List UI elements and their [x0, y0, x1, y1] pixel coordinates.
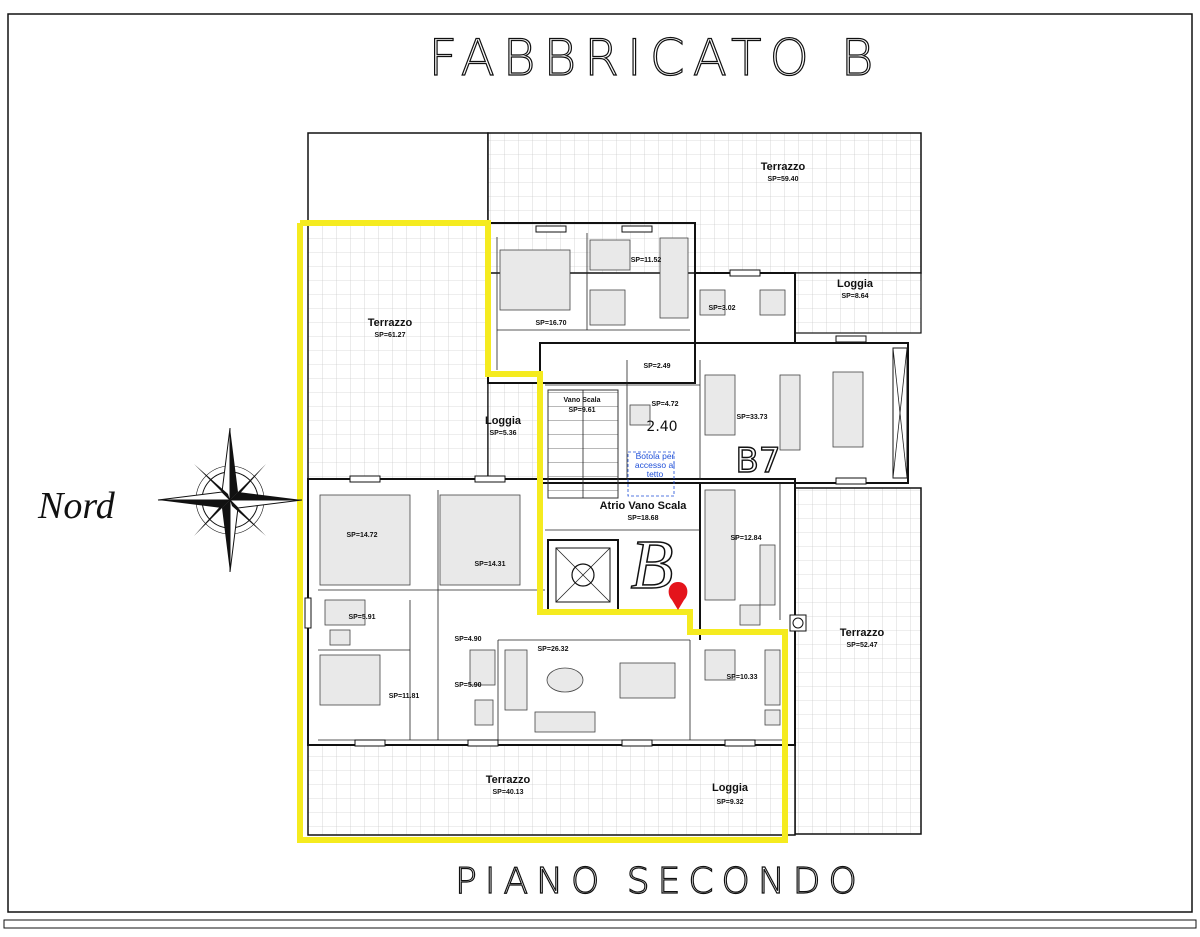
- svg-text:SP=26.32: SP=26.32: [538, 646, 569, 653]
- svg-text:SP=5.36: SP=5.36: [489, 430, 516, 437]
- level-mark: 2.40: [646, 419, 677, 435]
- svg-text:SP=9.32: SP=9.32: [716, 799, 743, 806]
- svg-text:SP=9.61: SP=9.61: [568, 407, 595, 414]
- svg-text:SP=2.49: SP=2.49: [643, 363, 670, 370]
- svg-text:SP=4.90: SP=4.90: [454, 636, 481, 643]
- svg-text:SP=5.90: SP=5.90: [454, 682, 481, 689]
- window-markers: [304, 225, 867, 747]
- svg-text:SP=40.13: SP=40.13: [493, 789, 524, 796]
- svg-text:SP=14.31: SP=14.31: [475, 561, 506, 568]
- room-label: SP=5.91: [348, 614, 375, 621]
- terraces: [307, 132, 922, 836]
- drawing-frame: [3, 13, 1197, 929]
- room-label: SP=4.72: [651, 401, 678, 408]
- roof-hatch-note-box: Botola per accesso al tetto: [634, 452, 676, 479]
- svg-text:SP=61.27: SP=61.27: [375, 332, 406, 339]
- svg-text:SP=18.68: SP=18.68: [628, 515, 659, 522]
- room-label: SP=11.81: [389, 693, 420, 700]
- room-label: SP=5.90: [454, 682, 481, 689]
- room-label: SP=3.02: [708, 305, 735, 312]
- floor-title: PIANO SECONDO: [455, 861, 865, 902]
- svg-text:SP=11.52: SP=11.52: [631, 257, 662, 264]
- svg-text:Terrazzo: Terrazzo: [840, 627, 885, 639]
- room-label: SP=33.73: [737, 414, 768, 421]
- north-label: Nord: [37, 485, 116, 527]
- svg-text:SP=33.73: SP=33.73: [737, 414, 768, 421]
- svg-text:SP=59.40: SP=59.40: [768, 176, 799, 183]
- furniture: [319, 237, 908, 733]
- svg-text:Terrazzo: Terrazzo: [368, 317, 413, 329]
- room-label: SP=14.31: [475, 561, 506, 568]
- compass-rose-icon: [157, 427, 303, 573]
- unit-highlight-outline: [297, 220, 788, 843]
- svg-text:Terrazzo: Terrazzo: [486, 774, 531, 786]
- room-label: SP=10.33: [727, 674, 758, 681]
- room-label: SP=26.32: [538, 646, 569, 653]
- room-label: SP=14.72: [347, 532, 378, 539]
- svg-text:SP=5.91: SP=5.91: [348, 614, 375, 621]
- svg-text:SP=16.70: SP=16.70: [536, 320, 567, 327]
- room-label: SP=16.70: [536, 320, 567, 327]
- svg-text:Vano Scala: Vano Scala: [564, 397, 601, 404]
- svg-text:SP=11.81: SP=11.81: [389, 693, 420, 700]
- roof-hatch-note: Botola per accesso al tetto: [634, 452, 676, 479]
- svg-text:Loggia: Loggia: [485, 415, 522, 427]
- svg-text:SP=3.02: SP=3.02: [708, 305, 735, 312]
- unit-label: B7: [736, 441, 781, 481]
- svg-text:Terrazzo: Terrazzo: [761, 161, 806, 173]
- svg-text:Loggia: Loggia: [837, 278, 874, 290]
- svg-text:Atrio Vano Scala: Atrio Vano Scala: [600, 500, 688, 512]
- drawing-title: FABBRICATO B: [428, 29, 881, 87]
- room-label: SP=12.84: [731, 535, 762, 542]
- svg-text:Loggia: Loggia: [712, 782, 749, 794]
- room-label: SP=4.90: [454, 636, 481, 643]
- svg-text:SP=14.72: SP=14.72: [347, 532, 378, 539]
- svg-text:SP=52.47: SP=52.47: [847, 642, 878, 649]
- svg-text:SP=4.72: SP=4.72: [651, 401, 678, 408]
- building-letter: B: [631, 527, 674, 604]
- svg-text:SP=8.64: SP=8.64: [841, 293, 868, 300]
- svg-text:SP=10.33: SP=10.33: [727, 674, 758, 681]
- room-label: SP=2.49: [643, 363, 670, 370]
- svg-text:SP=12.84: SP=12.84: [731, 535, 762, 542]
- location-marker-icon: [668, 582, 688, 610]
- stair: [547, 389, 619, 611]
- room-label: SP=11.52: [631, 257, 662, 264]
